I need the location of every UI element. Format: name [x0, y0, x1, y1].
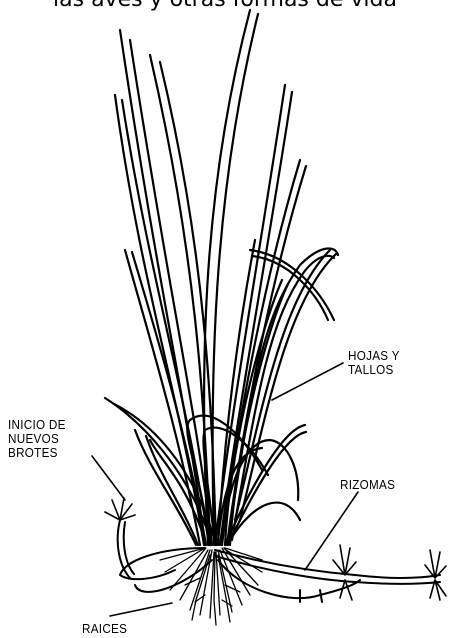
label-new-shoots: INICIO DE NUEVOS BROTES: [8, 418, 66, 460]
roots: [160, 548, 262, 625]
label-roots: RAICES: [82, 622, 127, 636]
leaves-and-stems: [105, 10, 338, 545]
label-leaves-stems: HOJAS Y TALLOS: [348, 349, 400, 377]
rhizomes: [118, 520, 440, 602]
label-rhizomes: RIZOMAS: [340, 478, 395, 492]
